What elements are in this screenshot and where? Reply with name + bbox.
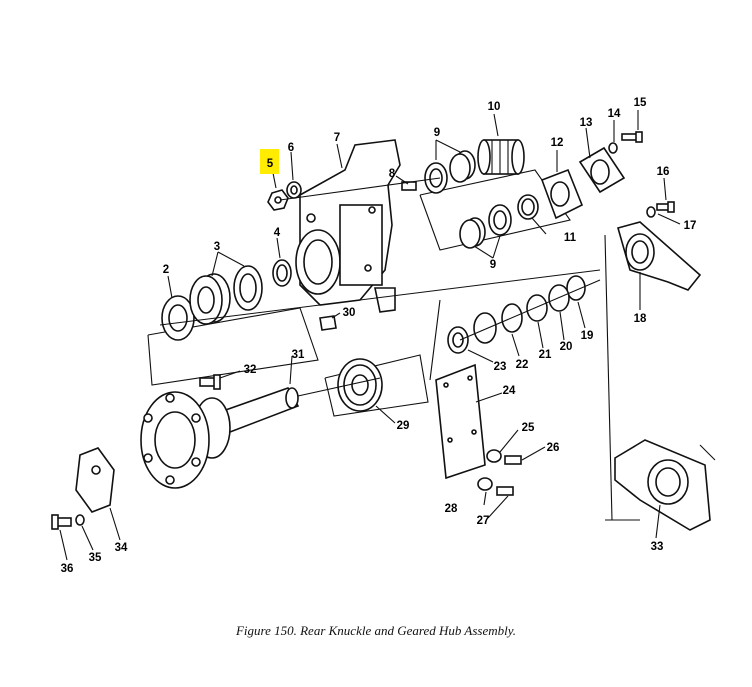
callout-26: 26: [547, 442, 560, 454]
bearing-3: [189, 265, 263, 325]
knuckle-body: [295, 139, 401, 313]
callout-29: 29: [397, 420, 410, 432]
callout-3: 3: [214, 241, 220, 253]
leader-lines: [59, 110, 681, 561]
bolt-32: [199, 374, 221, 390]
callout-11: 11: [564, 232, 577, 244]
seal-2: [161, 295, 195, 341]
callout-2: 2: [163, 264, 169, 276]
callout-32: 32: [244, 364, 257, 376]
callout-5-highlight: [260, 149, 279, 174]
bolts-25-28: [477, 449, 522, 496]
bracket-18: [617, 221, 702, 291]
callout-9-lower: 9: [490, 259, 496, 271]
gear-10: [477, 139, 525, 175]
callout-4: 4: [274, 227, 281, 239]
axis-lines: [159, 177, 601, 397]
callout-7: 7: [334, 132, 340, 144]
callout-31: 31: [292, 349, 305, 361]
callout-14: 14: [608, 108, 621, 120]
callout-numbers: 2 3 4 5 6 7 8 9 9 10 11 12 13 14 15 16 1…: [61, 97, 697, 575]
callout-23: 23: [494, 361, 507, 373]
callout-33: 33: [651, 541, 664, 553]
callout-20: 20: [560, 341, 573, 353]
callout-21: 21: [539, 349, 552, 361]
plate-24: [435, 363, 486, 480]
gear-29: [337, 358, 383, 412]
callout-6: 6: [288, 142, 294, 154]
callout-18: 18: [634, 313, 647, 325]
callout-15: 15: [634, 97, 647, 109]
housing-33: [614, 439, 711, 531]
flange-13: [578, 146, 626, 194]
callout-36: 36: [61, 563, 74, 575]
callout-19: 19: [581, 330, 594, 342]
callout-27: 27: [477, 515, 490, 527]
upper-bearings: [424, 150, 476, 194]
callout-34: 34: [115, 542, 128, 554]
hub-31: [140, 387, 300, 489]
callout-13: 13: [580, 117, 593, 129]
bracket-34: [75, 447, 115, 513]
ring-4: [272, 259, 292, 287]
figure-caption: Figure 150. Rear Knuckle and Geared Hub …: [235, 623, 517, 638]
washer-35-bolt-36: [51, 514, 85, 530]
callout-30: 30: [343, 307, 356, 319]
callout-35: 35: [89, 552, 102, 564]
washer-6: [286, 181, 302, 199]
callout-25: 25: [522, 422, 535, 434]
callout-22: 22: [516, 359, 529, 371]
callout-9-upper: 9: [434, 127, 440, 139]
callout-28: 28: [445, 503, 458, 515]
callout-5: 5: [267, 158, 274, 170]
bolt-16-17: [646, 201, 675, 218]
group-brackets: [147, 169, 716, 521]
callout-10: 10: [488, 101, 501, 113]
callout-8: 8: [389, 168, 396, 180]
callout-12: 12: [551, 137, 564, 149]
callout-24: 24: [503, 385, 516, 397]
lower-bearings: [459, 194, 539, 249]
key-30: [319, 315, 337, 331]
cover-12: [540, 168, 584, 220]
callout-17: 17: [684, 220, 697, 232]
callout-16: 16: [657, 166, 670, 178]
bolt-14-15: [608, 131, 643, 154]
nut-5: [267, 189, 289, 211]
